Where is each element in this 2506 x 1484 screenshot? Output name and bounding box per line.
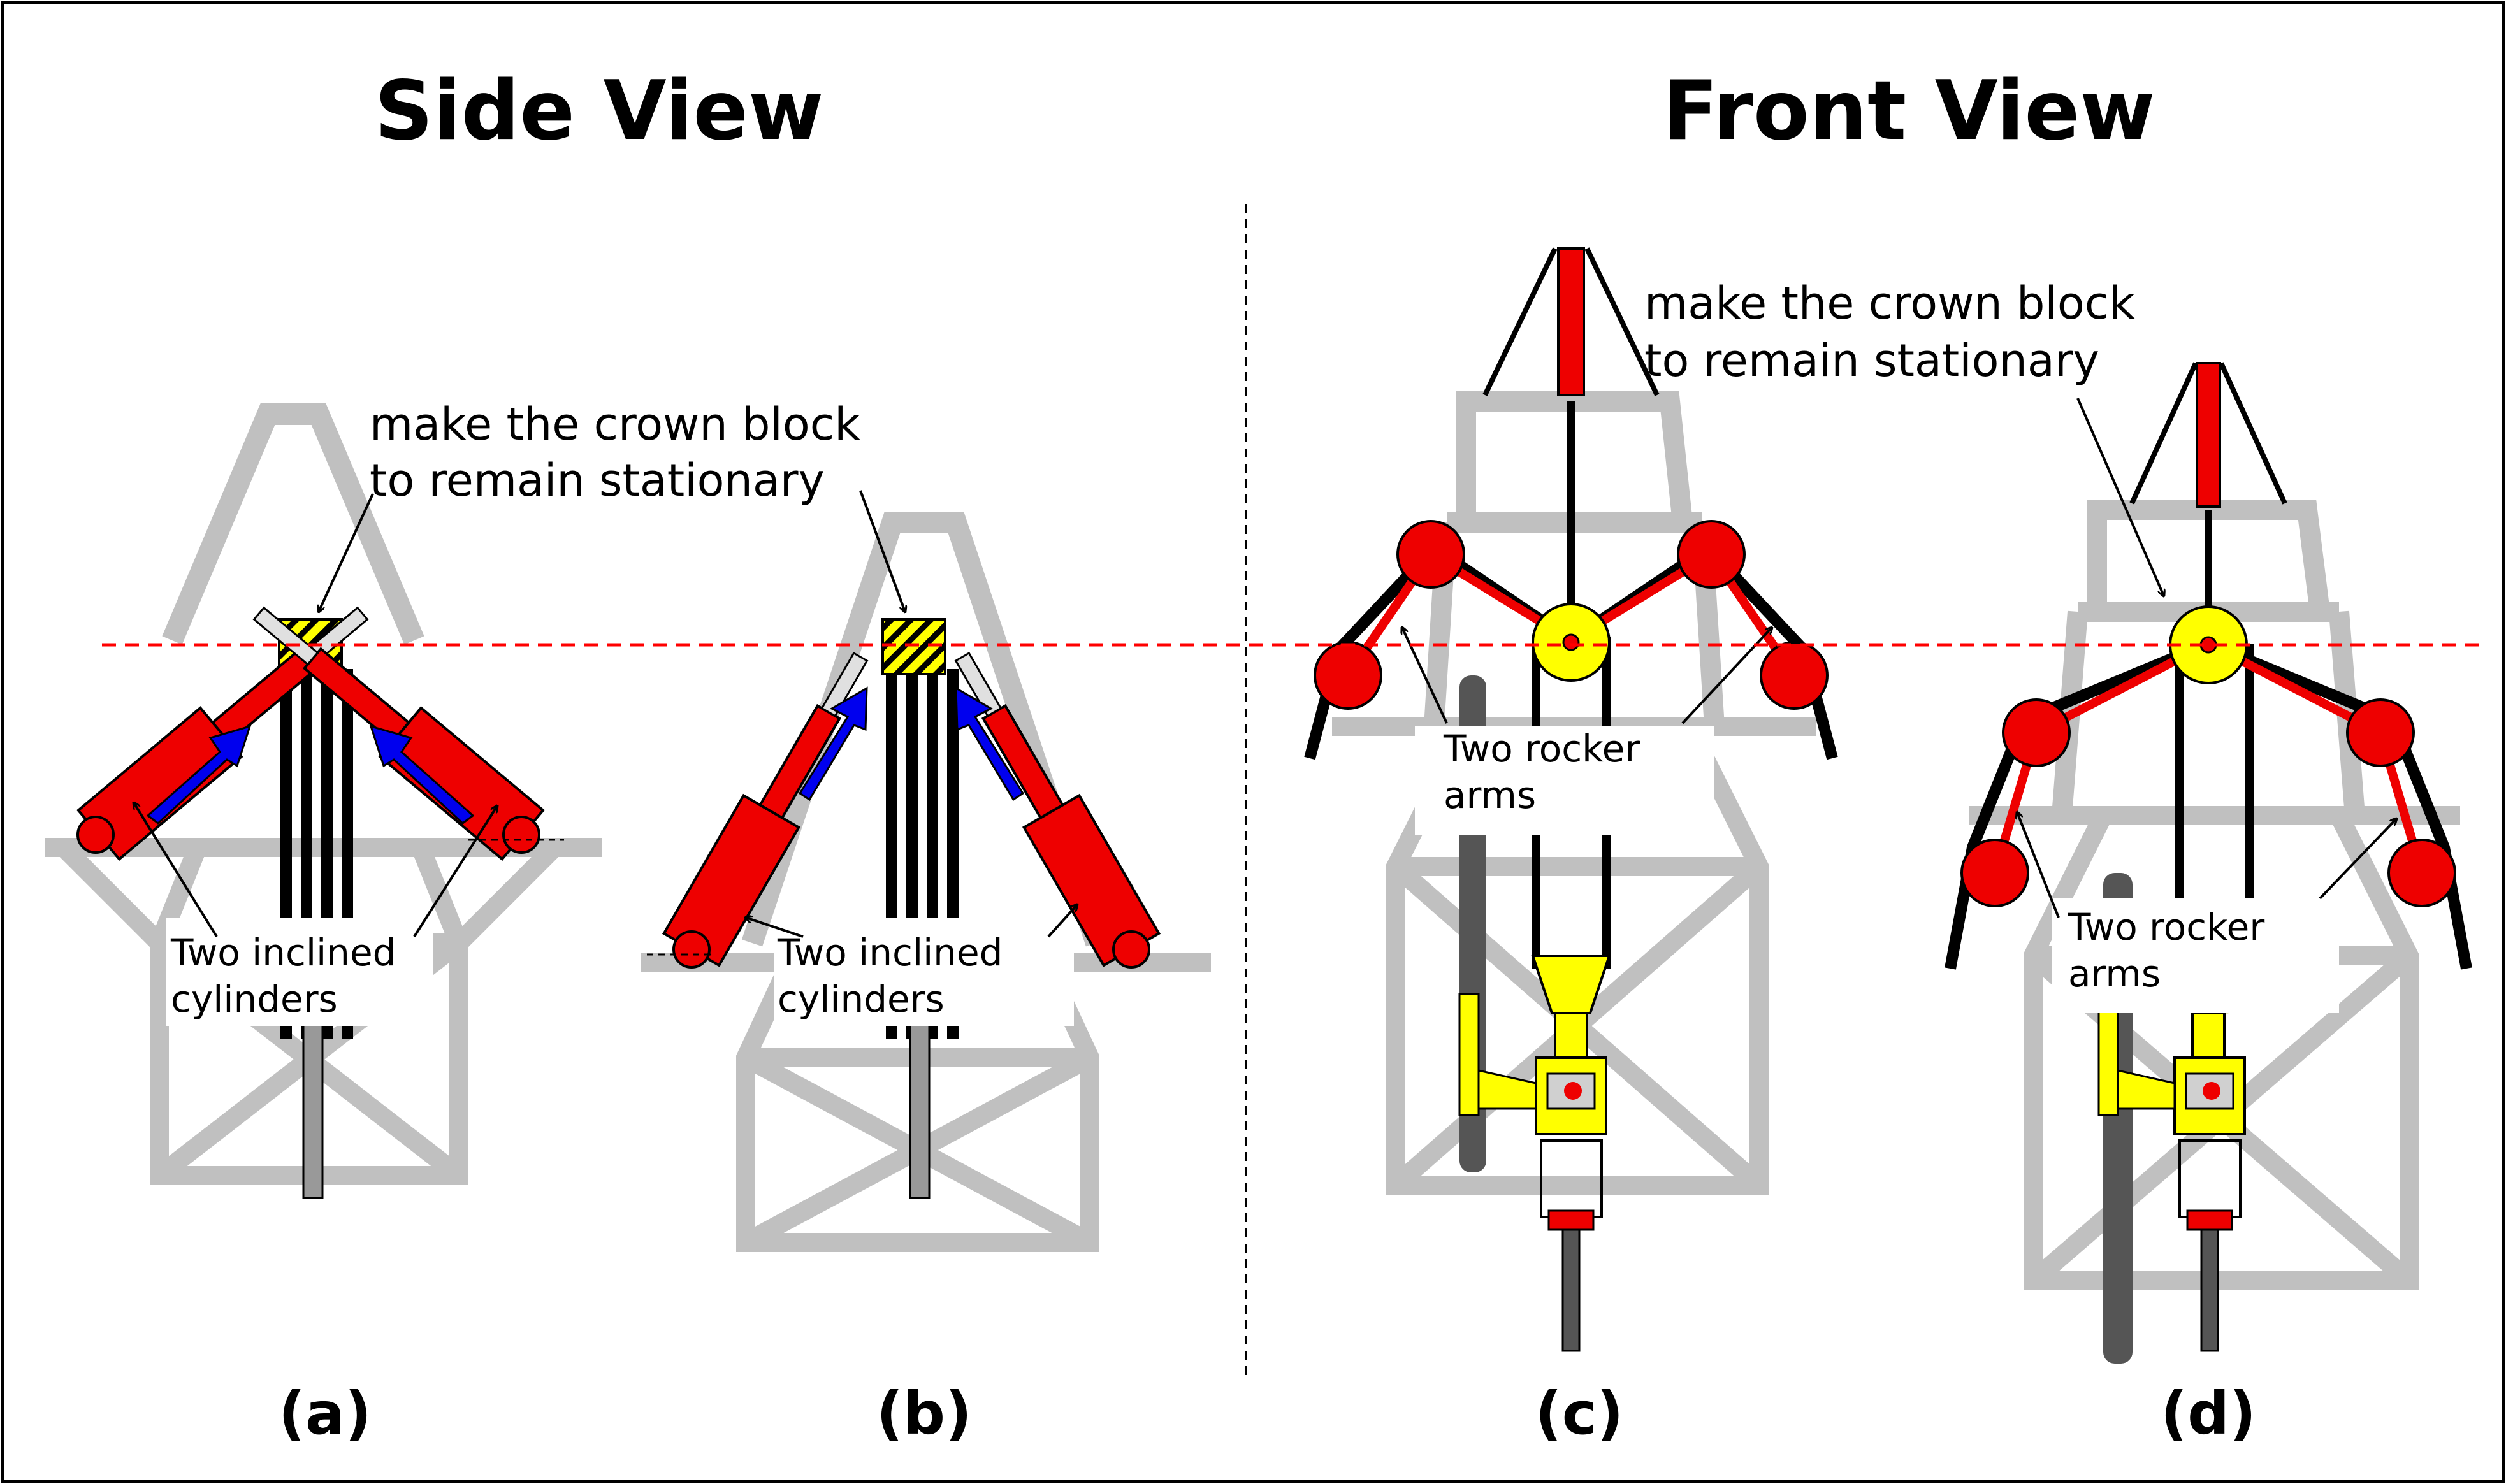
panel-b-diagram <box>641 490 1211 1252</box>
crown-note-c-line1: make the crown block <box>1644 277 2135 329</box>
left-extend-arrow-a <box>146 724 252 825</box>
top-drive-c <box>1458 955 1611 1352</box>
cylinders-label-b-line1: Two inclined <box>777 931 1003 974</box>
top-cylinder-d <box>2196 362 2221 508</box>
front-view-title: Front View <box>1663 64 2155 159</box>
panel-label-a: (a) <box>279 1380 372 1448</box>
right-cylinder-a <box>252 606 545 861</box>
top-rope-d <box>2129 362 2287 505</box>
right-pivot-b <box>1112 930 1150 969</box>
rocker-label-c-line1: Two rocker <box>1443 727 1640 770</box>
crown-note-c-line2: to remain stationary <box>1644 335 2099 387</box>
crown-note-a-line2: to remain stationary <box>370 454 825 507</box>
left-cylinder-b <box>662 651 869 967</box>
panel-label-b: (b) <box>876 1380 972 1448</box>
left-extend-arrow-b <box>798 686 868 802</box>
crown-block-b <box>881 618 946 675</box>
right-extend-arrow-a <box>369 724 475 825</box>
right-extend-arrow-b <box>955 686 1025 802</box>
top-cylinder-c <box>1557 247 1585 396</box>
left-rocker-rope-d <box>1945 638 2211 970</box>
top-rope-c <box>1482 247 1660 396</box>
left-cylinder-a <box>76 606 369 861</box>
right-pivot-a <box>502 816 540 854</box>
right-rocker-rope-d <box>2206 638 2472 970</box>
right-cylinder-b <box>954 651 1161 967</box>
cylinders-label-a-line1: Two inclined <box>170 931 396 974</box>
rocker-label-c-line2: arms <box>1444 774 1536 817</box>
panel-label-d: (d) <box>2161 1380 2256 1448</box>
crown-note-a-line1: make the crown block <box>370 398 860 450</box>
rocker-label-d-line1: Two rocker <box>2068 905 2264 949</box>
left-pivot-b <box>672 930 711 969</box>
panel-d-diagram <box>1945 362 2472 1364</box>
left-pivot-a <box>76 816 115 854</box>
rocker-label-d-line2: arms <box>2068 952 2161 995</box>
side-view-title: Side View <box>375 64 824 159</box>
cylinders-label-b-line2: cylinders <box>778 977 945 1021</box>
panel-a-diagram <box>45 403 602 1199</box>
cylinders-label-a-line2: cylinders <box>171 977 338 1021</box>
panel-c-diagram <box>1304 247 1838 1352</box>
panel-label-c: (c) <box>1535 1380 1624 1448</box>
